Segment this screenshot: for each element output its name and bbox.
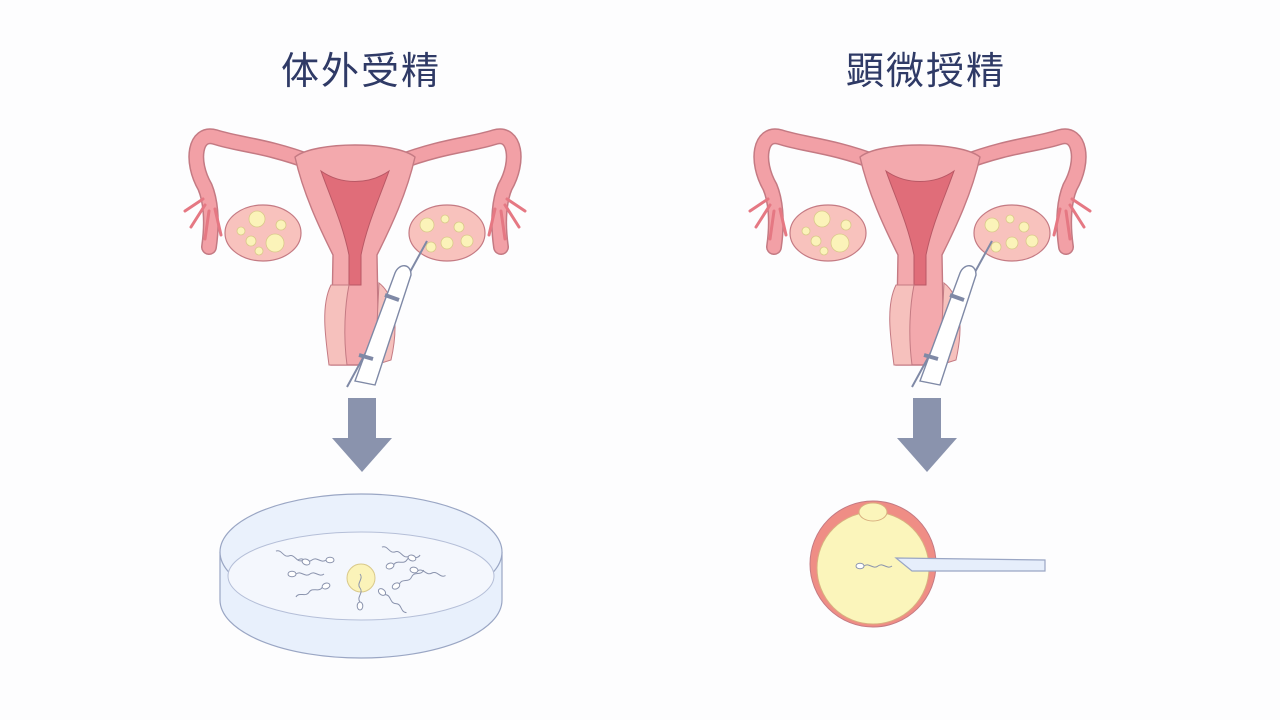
uterus-illustration-left (185, 136, 525, 387)
down-arrow-icon-right (897, 398, 957, 472)
petri-dish-icon (219, 493, 503, 659)
micropipette-icon (894, 557, 1046, 572)
title-ivf: 体外受精 (280, 49, 441, 93)
title-icsi: 顕微授精 (845, 49, 1006, 93)
uterus-illustration-right (750, 136, 1090, 387)
down-arrow-icon-left (332, 398, 392, 472)
egg-cell-icon (809, 500, 937, 628)
